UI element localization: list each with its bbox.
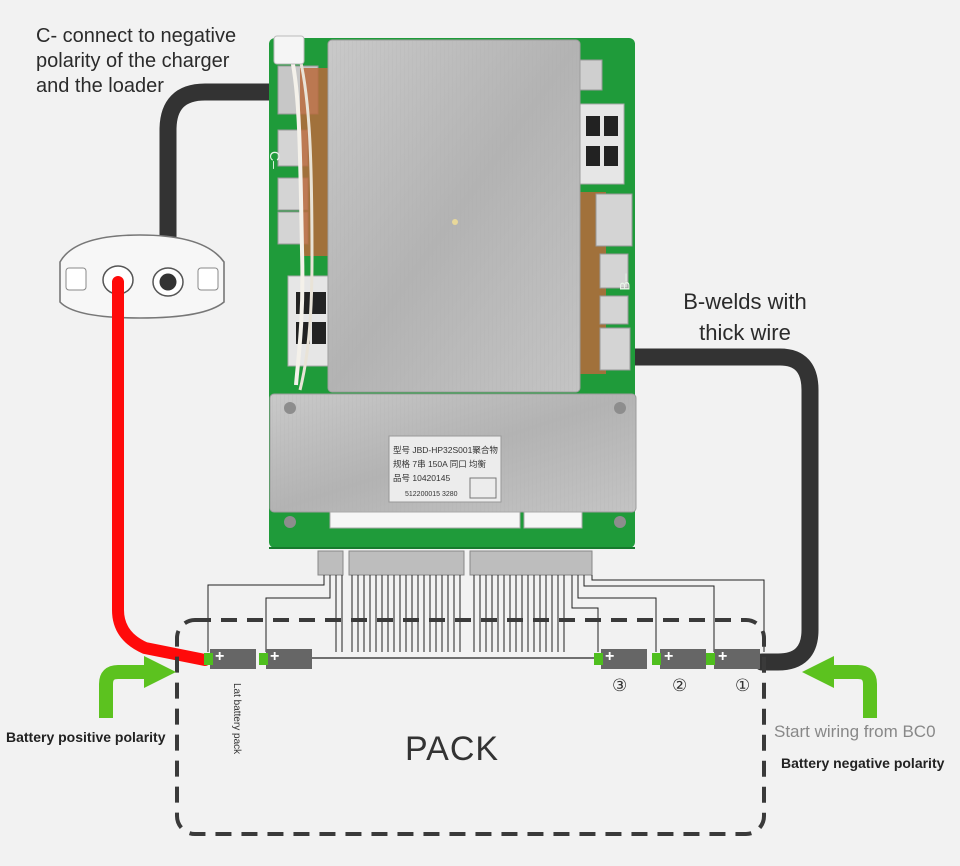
c-minus-note: C- connect to negative polarity of the c… bbox=[36, 24, 256, 99]
cell-3 bbox=[594, 649, 647, 669]
board-c-minus-marking: C– bbox=[266, 151, 283, 169]
cell-2 bbox=[259, 649, 312, 669]
battery-positive-wire bbox=[112, 276, 211, 666]
sticker-serial: 512200015 3280 bbox=[405, 491, 458, 498]
battery-positive-label: Battery positive polarity bbox=[6, 729, 166, 745]
sticker-model: 型号 JBD-HP32S001聚合物 bbox=[393, 445, 498, 455]
c-minus-note-line-3: and the loader bbox=[36, 75, 164, 97]
pack-boundary bbox=[175, 618, 766, 836]
positive-arrow-icon bbox=[99, 656, 176, 718]
cell-5-plus: + bbox=[718, 648, 728, 665]
balance-wires bbox=[207, 575, 765, 652]
cell-5 bbox=[706, 649, 760, 669]
charger-connector bbox=[59, 234, 225, 319]
balance-lead-connectors bbox=[317, 550, 593, 576]
cell-4 bbox=[652, 649, 706, 669]
last-battery-pack-label: Lat battery pack bbox=[231, 683, 242, 755]
start-wiring-label: Start wiring from BC0 bbox=[774, 722, 936, 741]
b-minus-thick-wire bbox=[623, 348, 819, 671]
charger-negative-wire bbox=[159, 83, 287, 287]
cell-1-plus: + bbox=[215, 648, 225, 665]
cell-2-plus: + bbox=[270, 648, 280, 665]
cell-3-plus: + bbox=[605, 648, 615, 665]
b-weld-note: B-welds with thick wire bbox=[670, 286, 820, 348]
negative-arrow-icon bbox=[802, 656, 877, 718]
cell-4-plus: + bbox=[664, 648, 674, 665]
b-weld-note-line-1: B-welds with bbox=[683, 289, 807, 314]
sticker-code: 品号 10420145 bbox=[393, 473, 451, 483]
pack-label: PACK bbox=[405, 730, 500, 768]
cell-3-number: ③ bbox=[612, 676, 628, 695]
c-minus-note-line-1: C- connect to negative bbox=[36, 25, 237, 47]
cell-1 bbox=[204, 649, 256, 669]
bms-board bbox=[269, 35, 637, 549]
board-b-minus-marking: B– bbox=[616, 273, 633, 291]
c-minus-note-line-2: polarity of the charger bbox=[36, 50, 230, 72]
cell-4-number: ② bbox=[672, 676, 688, 695]
battery-negative-label: Battery negative polarity bbox=[781, 755, 945, 771]
sticker-spec: 规格 7串 150A 同口 均衡 bbox=[393, 459, 487, 469]
cell-5-number: ① bbox=[735, 676, 751, 695]
b-weld-note-line-2: thick wire bbox=[699, 320, 791, 345]
